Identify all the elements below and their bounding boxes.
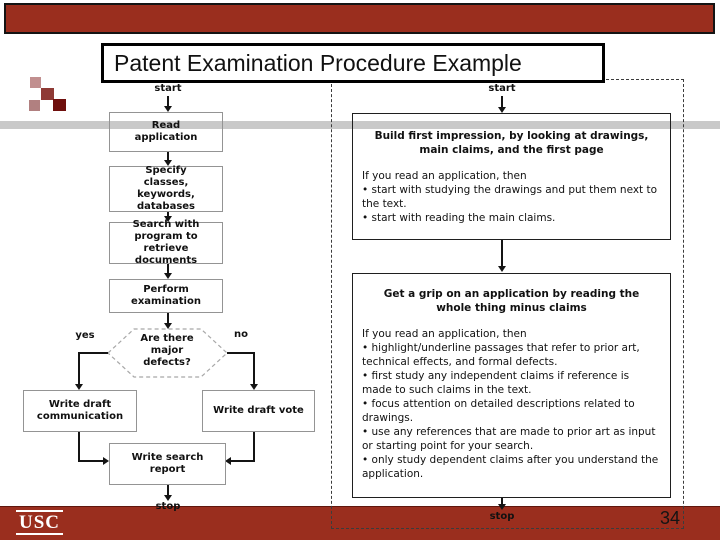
merge-right-arrow xyxy=(231,460,255,462)
node-search-program: Search with program to retrieve document… xyxy=(109,219,223,266)
page-title: Patent Examination Procedure Example xyxy=(114,50,522,76)
no-label: no xyxy=(234,329,248,340)
body-line: • highlight/underline passages that refe… xyxy=(362,342,640,368)
right-arrow-start xyxy=(501,96,503,107)
gray-divider-band xyxy=(0,121,720,129)
decor-square-rose xyxy=(29,100,40,111)
left-arrow-stop xyxy=(167,485,169,495)
top-banner xyxy=(4,3,715,34)
yes-branch-line xyxy=(79,352,108,354)
left-arrow-2 xyxy=(167,212,169,216)
slide-title-box: Patent Examination Procedure Example xyxy=(101,43,605,83)
no-branch-arrow xyxy=(253,352,255,384)
right-arrow-mid xyxy=(501,240,503,266)
body-line: • start with reading the main claims. xyxy=(362,212,556,224)
left-arrow-3 xyxy=(167,264,169,273)
decor-square-dark xyxy=(53,99,66,111)
left-start-label: start xyxy=(154,83,182,94)
body-line: If you read an application, then xyxy=(362,170,527,182)
node-draft-communication: Write draft communication xyxy=(23,390,137,432)
yes-label: yes xyxy=(75,330,95,341)
node-first-impression: Build first impression, by looking at dr… xyxy=(352,113,671,240)
merge-right-line xyxy=(253,432,255,462)
node-search-report: Write search report xyxy=(109,443,226,485)
body-line: If you read an application, then xyxy=(362,328,527,340)
yes-branch-arrow xyxy=(78,352,80,384)
left-arrow-1 xyxy=(167,152,169,160)
decor-square-mid xyxy=(41,88,54,100)
node-perform-examination: Perform examination xyxy=(109,279,223,313)
bottom-banner xyxy=(0,506,720,540)
decor-square-light xyxy=(30,77,41,88)
body-line: • only study dependent claims after you … xyxy=(362,454,659,480)
decision-diamond xyxy=(107,328,228,378)
decision-label: Are there major defects? xyxy=(140,333,194,368)
left-stop-label: stop xyxy=(155,501,181,512)
body-line: • use any references that are made to pr… xyxy=(362,426,656,452)
page-number: 34 xyxy=(660,508,681,528)
usc-logo: USC xyxy=(16,510,64,535)
first-impression-heading: Build first impression, by looking at dr… xyxy=(374,130,649,156)
right-stop-label: stop xyxy=(489,511,515,522)
body-line: • first study any independent claims if … xyxy=(362,370,630,396)
first-impression-body: If you read an application, then • start… xyxy=(353,169,670,225)
node-specify-classes: Specify classes, keywords, databases xyxy=(109,165,223,212)
node-draft-vote: Write draft vote xyxy=(202,390,315,432)
body-line: • start with studying the drawings and p… xyxy=(362,184,658,210)
merge-left-line xyxy=(78,432,80,462)
no-branch-line xyxy=(227,352,255,354)
body-line: • focus attention on detailed descriptio… xyxy=(362,398,635,424)
left-arrow-start xyxy=(167,96,169,106)
left-arrow-4 xyxy=(167,313,169,323)
get-a-grip-heading: Get a grip on an application by reading … xyxy=(383,288,640,314)
node-read-application: Read application xyxy=(109,112,223,152)
node-get-a-grip: Get a grip on an application by reading … xyxy=(352,273,671,498)
get-a-grip-body: If you read an application, then • highl… xyxy=(353,327,670,481)
right-start-label: start xyxy=(488,83,516,94)
right-arrow-stop xyxy=(501,498,503,504)
merge-left-arrow xyxy=(79,460,103,462)
